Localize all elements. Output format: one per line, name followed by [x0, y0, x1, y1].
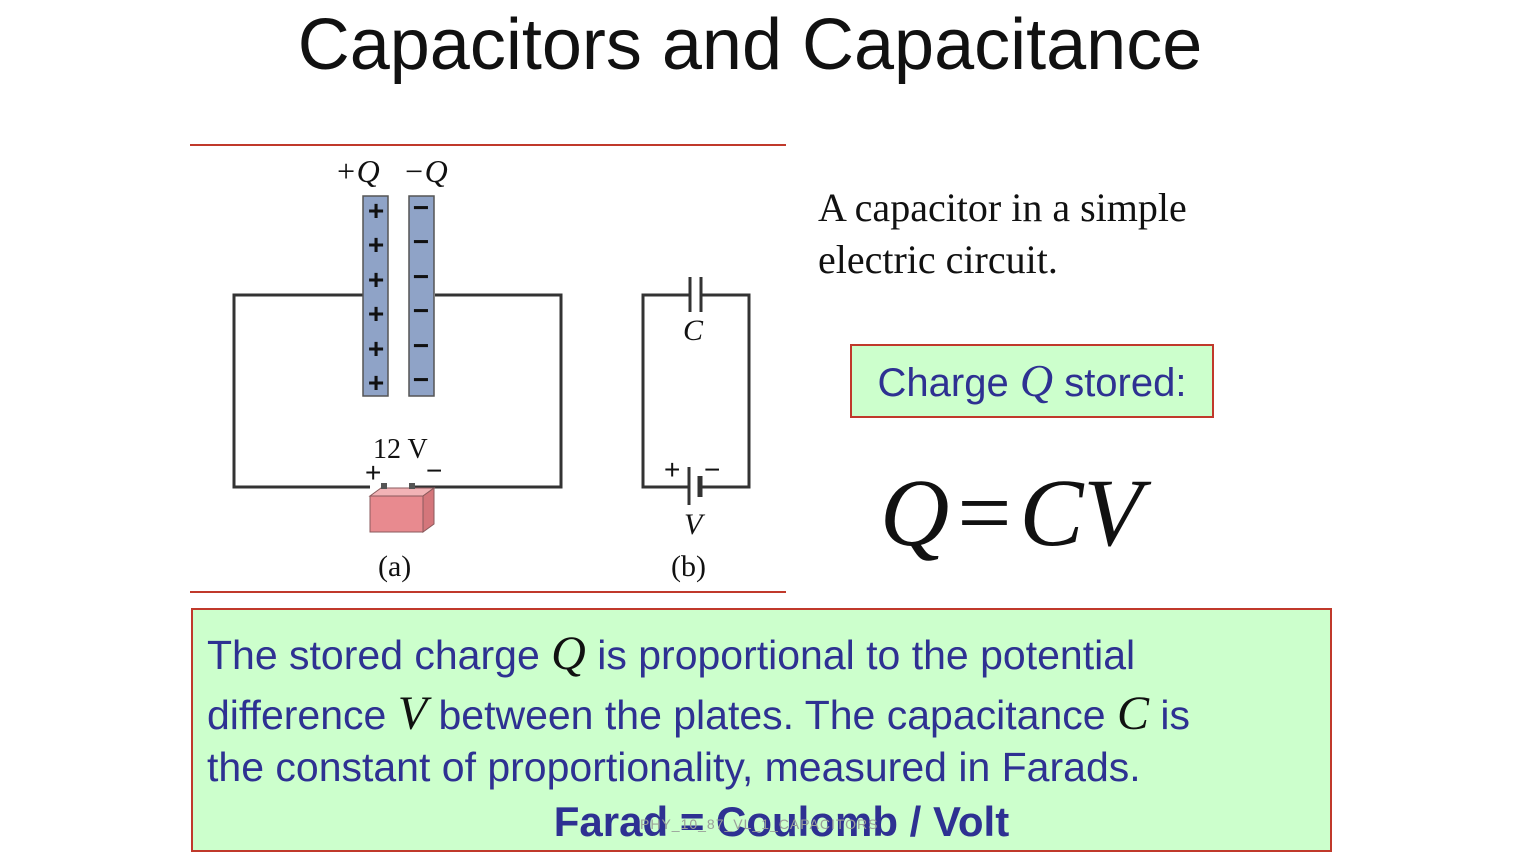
charge-stored-box: Charge Q stored:: [850, 344, 1214, 418]
explanation-text: is proportional to the potential: [597, 632, 1136, 678]
explanation-text: is: [1160, 692, 1190, 738]
figure-caption: A capacitor in a simple electric circuit…: [818, 185, 1187, 282]
slide-footer: PHY_10_87_VL_1_CAPACITORS: [640, 816, 879, 832]
schematic-voltage-label: V: [684, 508, 706, 541]
formula-lhs: Q: [880, 459, 950, 566]
formula-equals: =: [957, 459, 1012, 566]
schematic-minus-label: −: [704, 454, 720, 485]
explanation-line-2: difference V between the plates. The cap…: [207, 686, 1190, 741]
minus-sign: −: [413, 226, 429, 257]
battery-plus-label: +: [365, 457, 381, 488]
negative-charges: − − − − − −: [413, 192, 429, 395]
circuit-a-wire-right: [414, 293, 563, 489]
symbol-q: Q: [551, 627, 586, 680]
explanation-text: difference: [207, 692, 387, 738]
minus-sign: −: [413, 364, 429, 395]
plus-sign: +: [368, 298, 384, 329]
schematic-plus-label: +: [664, 454, 680, 485]
minus-sign: −: [413, 330, 429, 361]
battery-voltage-label: 12 V: [373, 434, 428, 465]
capacitance-formula: Q=CV: [880, 458, 1180, 568]
capacitor-figure: + + + + + + − − − − − − +Q −Q 12 V + −: [190, 140, 790, 600]
charge-box-prefix: Charge: [877, 361, 1009, 405]
figure-label-a: (a): [378, 550, 411, 583]
battery-icon: [368, 483, 436, 533]
plate-label-positive: +Q: [335, 153, 380, 189]
slide-title: Capacitors and Capacitance: [297, 5, 1203, 85]
symbol-v: V: [397, 687, 428, 740]
plus-sign: +: [368, 367, 384, 398]
figure-label-b: (b): [671, 550, 706, 583]
negative-plate: [408, 195, 435, 397]
minus-sign: −: [413, 295, 429, 326]
positive-plate: [362, 195, 389, 397]
symbol-c: C: [1116, 687, 1149, 740]
positive-charges: + + + + + +: [368, 195, 384, 398]
plus-sign: +: [368, 264, 384, 295]
plus-sign: +: [368, 195, 384, 226]
schematic-wire-top-left: [641, 293, 689, 489]
circuit-diagram: + + + + + + − − − − − − +Q −Q 12 V + −: [190, 144, 786, 593]
charge-box-suffix: stored:: [1064, 361, 1187, 405]
circuit-a-wire-left: [232, 293, 370, 489]
minus-sign: −: [413, 192, 429, 223]
minus-sign: −: [413, 261, 429, 292]
charge-symbol: Q: [1019, 355, 1054, 406]
explanation-box: The stored charge Q is proportional to t…: [191, 608, 1332, 852]
explanation-line-3: the constant of proportionality, measure…: [207, 744, 1141, 790]
plus-sign: +: [368, 333, 384, 364]
battery-minus-label: −: [426, 455, 442, 486]
plate-label-negative: −Q: [403, 153, 448, 189]
farad-definition: Farad = Coulomb / Volt: [553, 798, 1010, 845]
explanation-text: between the plates. The capacitance: [438, 692, 1106, 738]
plus-sign: +: [368, 229, 384, 260]
schematic-capacitor-label: C: [683, 314, 704, 347]
explanation-line-1: The stored charge Q is proportional to t…: [207, 626, 1135, 681]
explanation-text: The stored charge: [207, 632, 540, 678]
schematic-wire-top-right: [702, 293, 751, 489]
formula-rhs: CV: [1019, 459, 1143, 566]
